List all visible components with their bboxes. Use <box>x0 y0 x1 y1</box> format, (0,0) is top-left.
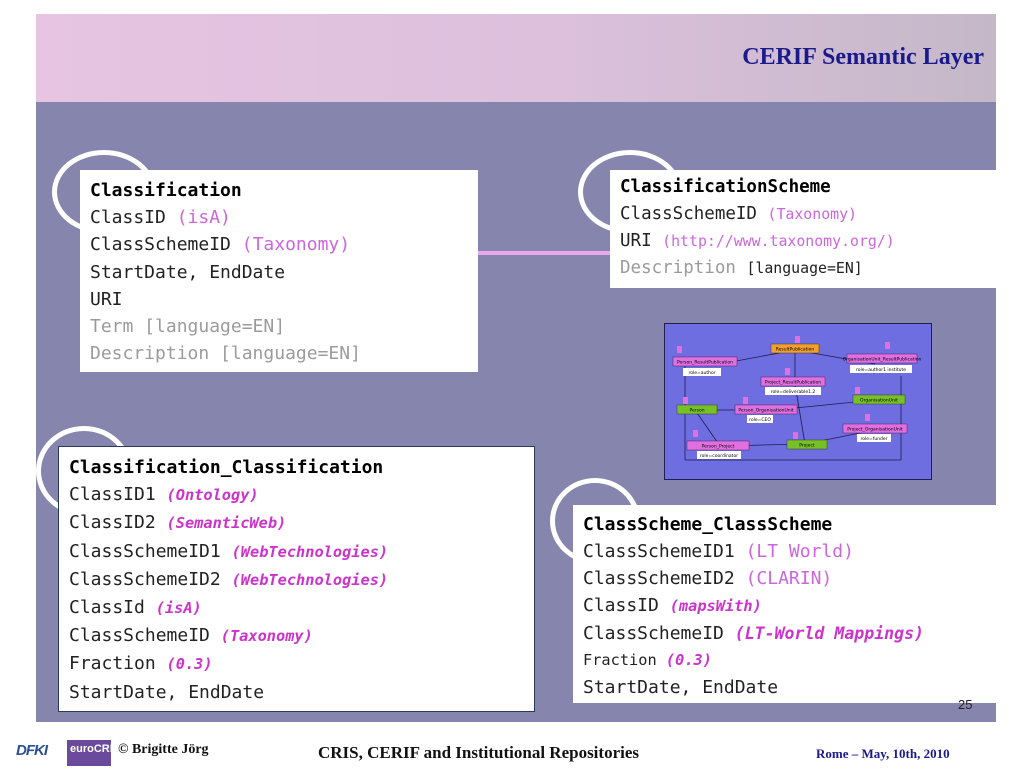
diagram-label: Person <box>689 408 704 414</box>
field-label: ClassSchemeID <box>90 234 231 256</box>
field-label: Fraction <box>583 651 657 669</box>
field-value: (LT World) <box>745 541 854 562</box>
diagram-label: OrganisationUnit_ResultPublication <box>843 357 922 363</box>
diagram-label: role=deliverable1.2 <box>771 389 816 395</box>
field-value: (CLARIN) <box>745 568 833 589</box>
footer-date: Rome – May, 10th, 2010 <box>816 746 950 761</box>
field-label: ClassSchemeID1 <box>69 540 221 562</box>
diagram-label: role=CEO <box>749 417 771 423</box>
diagram-svg: ResultPublication Person_ResultPublicati… <box>672 336 922 461</box>
field-row: URI <box>90 288 123 310</box>
field-value: (isA) <box>176 207 231 229</box>
field-label: ClassSchemeID <box>620 204 757 224</box>
classification-scheme-box: ClassificationScheme ClassSchemeID (Taxo… <box>610 170 996 288</box>
classscheme-classscheme-box: ClassScheme_ClassScheme ClassSchemeID1 (… <box>573 505 1003 703</box>
field-value: (http://www.taxonomy.org/) <box>662 232 895 250</box>
diagram-label: OrganisationUnit <box>860 398 898 404</box>
field-row: ClassSchemeID1 (LT World) <box>583 538 1003 565</box>
field-value: (0.3) <box>665 651 712 669</box>
field-label: ClassSchemeID2 <box>69 568 221 590</box>
field-value: (Taxonomy) <box>241 234 351 256</box>
field-row: ClassSchemeID2 (WebTechnologies) <box>69 566 534 594</box>
field-label: Fraction <box>69 653 156 675</box>
box-heading: Classification <box>90 180 242 201</box>
field-row: Description [language=EN] <box>90 343 361 365</box>
field-label: ClassSchemeID <box>583 623 724 644</box>
field-row: Description [language=EN] <box>620 255 996 282</box>
eurocris-logo-text: euroCRIS <box>70 743 121 755</box>
diagram-label: Person_ResultPublication <box>677 360 733 366</box>
connector-line <box>476 251 611 255</box>
field-label: ClassSchemeID2 <box>583 568 735 589</box>
diagram-label: Project_ResultPublication <box>765 380 821 386</box>
field-value: (mapsWith) <box>669 597 762 615</box>
field-value: (SemanticWeb) <box>166 514 287 533</box>
field-value: [language=EN] <box>746 259 863 277</box>
field-value: (isA) <box>155 599 202 618</box>
diagram-label: role=author1 institute <box>856 367 906 373</box>
diagram-label: Project_OrganisationUnit <box>847 427 903 433</box>
field-label: ClassId <box>69 597 145 619</box>
field-row: Fraction (0.3) <box>583 647 1003 674</box>
classification-classification-box: Classification_Classification ClassID1 (… <box>58 446 535 712</box>
field-row: ClassSchemeID (LT-World Mappings) <box>583 620 1003 647</box>
diagram-label: role=funder <box>860 436 887 442</box>
slide-header: CERIF Semantic Layer <box>36 14 996 102</box>
field-label: ClassSchemeID1 <box>583 541 735 562</box>
field-row: Term [language=EN] <box>90 316 286 338</box>
field-row: ClassID1 (Ontology) <box>69 481 534 509</box>
field-row: StartDate, EndDate <box>583 677 779 698</box>
box-heading: ClassificationScheme <box>620 177 831 197</box>
field-row: ClassID2 (SemanticWeb) <box>69 509 534 537</box>
field-label: ClassID <box>90 207 166 229</box>
footer-title: CRIS, CERIF and Institutional Repositori… <box>318 743 639 762</box>
field-row: ClassSchemeID (Taxonomy) <box>69 622 534 650</box>
field-row: ClassID (mapsWith) <box>583 592 1003 620</box>
diagram-label: ResultPublication <box>776 347 815 353</box>
page-number: 25 <box>958 697 973 712</box>
field-row: ClassSchemeID2 (CLARIN) <box>583 565 1003 592</box>
diagram-label: Project <box>799 443 815 449</box>
slide-title: CERIF Semantic Layer <box>742 44 984 70</box>
cerif-diagram-thumbnail: ResultPublication Person_ResultPublicati… <box>664 323 932 480</box>
copyright-text: © Brigitte Jörg <box>118 742 209 757</box>
field-label: ClassID2 <box>69 512 156 534</box>
box-heading: Classification_Classification <box>69 457 384 478</box>
field-label: ClassID <box>583 595 659 616</box>
field-row: Fraction (0.3) <box>69 650 534 678</box>
field-row: StartDate, EndDate <box>69 681 265 703</box>
diagram-label: Person_OrganisationUnit <box>738 408 794 414</box>
field-row: ClassSchemeID1 (WebTechnologies) <box>69 538 534 566</box>
classification-box: Classification ClassID (isA) ClassScheme… <box>80 170 478 372</box>
field-label: ClassID1 <box>69 484 156 506</box>
field-label: URI <box>620 231 652 251</box>
field-row: ClassID (isA) <box>90 204 478 231</box>
field-label: Description <box>620 258 736 278</box>
field-value: (Taxonomy) <box>220 627 313 646</box>
field-value: (WebTechnologies) <box>231 542 389 561</box>
field-value: (LT-World Mappings) <box>734 624 925 643</box>
field-row: URI (http://www.taxonomy.org/) <box>620 228 996 255</box>
field-label: ClassSchemeID <box>69 625 210 647</box>
field-value: (0.3) <box>166 655 213 674</box>
field-row: ClassSchemeID (Taxonomy) <box>620 201 996 228</box>
field-row: ClassSchemeID (Taxonomy) <box>90 231 478 258</box>
diagram-label: Person_Project <box>702 444 735 450</box>
dfki-logo: DFKI <box>16 742 48 759</box>
field-value: (Ontology) <box>166 486 259 505</box>
eurocris-logo: euroCRIS <box>67 740 121 766</box>
diagram-label: role=author <box>688 370 715 376</box>
field-row: ClassId (isA) <box>69 594 534 622</box>
diagram-label: role=coordinator <box>700 453 738 459</box>
field-value: (Taxonomy) <box>767 205 857 223</box>
box-heading: ClassScheme_ClassScheme <box>583 514 833 535</box>
field-value: (WebTechnologies) <box>231 570 389 589</box>
field-row: StartDate, EndDate <box>90 261 286 283</box>
